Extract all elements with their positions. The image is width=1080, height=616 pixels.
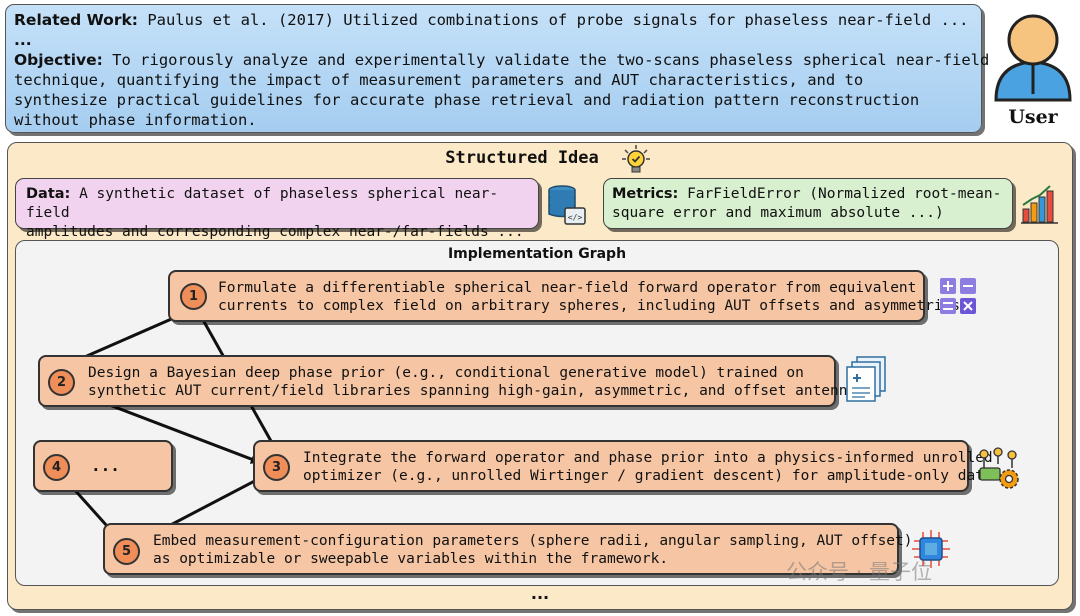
node-number: 4 [43, 454, 70, 481]
data-label: Data: [26, 186, 71, 202]
watermark: 公众号 · 量子位 [786, 560, 933, 584]
node-number: 2 [48, 369, 75, 396]
database-icon: </> [548, 185, 586, 225]
graph-node-3: 3 Integrate the forward operator and pha… [253, 440, 1001, 492]
node-1-line-2: currents to complex field on arbitrary s… [218, 298, 969, 314]
objective-line-1: To rigorously analyze and experimentally… [102, 51, 990, 69]
bar-chart-icon [1021, 185, 1058, 224]
node-3-line-1: Integrate the forward operator and phase… [303, 450, 993, 466]
node-5-line-1: Embed measurement-configuration paramete… [153, 533, 913, 549]
objective-line-3: synthesize practical guidelines for accu… [14, 91, 920, 109]
gears-icon [979, 447, 1019, 489]
objective-label: Objective: [14, 51, 103, 69]
objective-line-2: technique, quantifying the impact of mea… [14, 71, 864, 89]
metrics-line-1: FarFieldError (Normalized root-mean- [678, 186, 1002, 202]
documents-icon [846, 356, 886, 402]
lightbulb-icon [622, 145, 650, 173]
node-3-line-2: optimizer (e.g., unrolled Wirtinger / gr… [303, 468, 1002, 484]
data-line-1: A synthetic dataset of phaseless spheric… [26, 186, 499, 221]
metrics-line-2: square error and maximum absolute ...) [612, 205, 944, 221]
implementation-graph-title: Implementation Graph [447, 246, 627, 262]
node-number: 3 [263, 454, 290, 481]
user-avatar: User [988, 8, 1078, 132]
user-icon [994, 14, 1072, 102]
related-work-ellipsis: ... [14, 31, 32, 49]
related-work-text: Paulus et al. (2017) Utilized combinatio… [137, 11, 969, 29]
graph-more-ellipsis: ... [530, 584, 550, 603]
node-number: 1 [180, 283, 207, 310]
objective-line-4: without phase information. [14, 111, 257, 129]
node-4-ellipsis: ... [91, 456, 120, 475]
related-work-label: Related Work: [14, 11, 138, 29]
data-line-2: amplitudes and corresponding complex nea… [26, 224, 524, 240]
objective-panel: Related Work: Paulus et al. (2017) Utili… [5, 4, 989, 133]
graph-node-5: 5 Embed measurement-configuration parame… [103, 523, 913, 575]
node-2-line-2: synthetic AUT current/field libraries sp… [88, 383, 874, 399]
graph-node-4: 4 ... [33, 440, 173, 492]
node-1-line-1: Formulate a differentiable spherical nea… [218, 280, 917, 296]
svg-text:</>: </> [568, 213, 583, 222]
user-label: User [1008, 106, 1058, 128]
graph-node-1: 1 Formulate a differentiable spherical n… [168, 270, 969, 322]
metrics-label: Metrics: [612, 186, 679, 202]
data-panel: Data: A synthetic dataset of phaseless s… [15, 178, 539, 240]
node-number: 5 [113, 538, 140, 565]
structured-idea-title: Structured Idea [445, 148, 599, 168]
node-5-line-2: as optimizable or sweepable variables wi… [153, 551, 669, 567]
math-operators-icon [940, 278, 976, 314]
metrics-panel: Metrics: FarFieldError (Normalized root-… [603, 178, 1013, 229]
node-2-line-1: Design a Bayesian deep phase prior (e.g.… [88, 365, 804, 381]
chip-icon [912, 530, 950, 568]
graph-node-2: 2 Design a Bayesian deep phase prior (e.… [38, 355, 874, 407]
